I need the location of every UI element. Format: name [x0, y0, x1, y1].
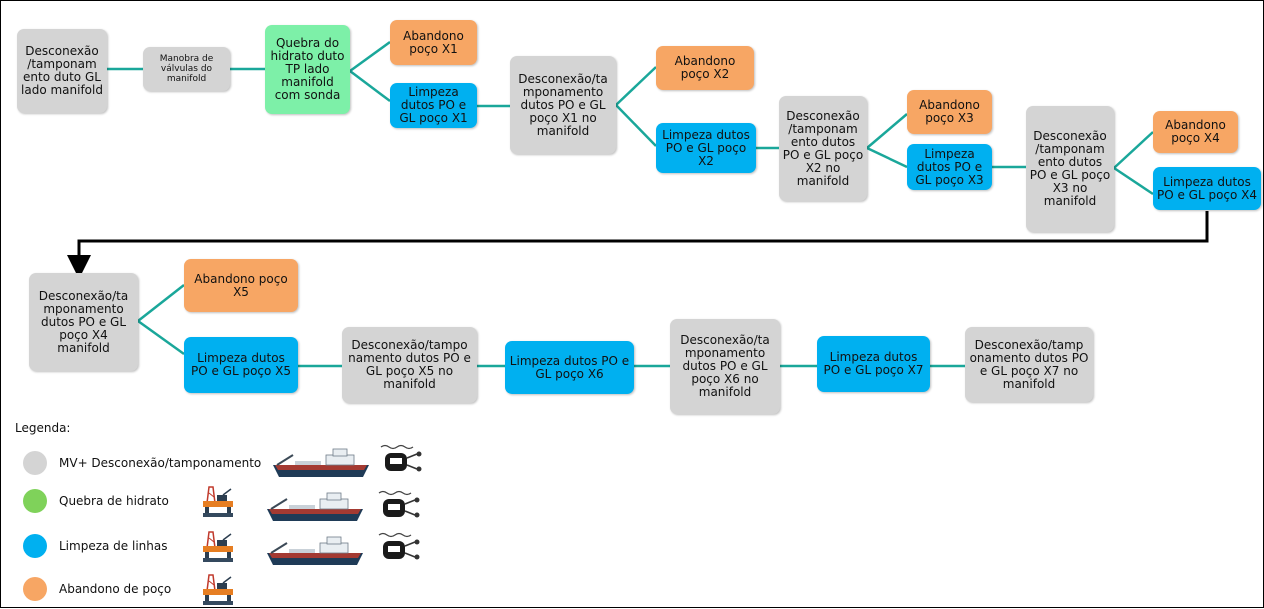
step-clean-x1: Limpeza dutos PO e GL poço X1	[390, 83, 477, 128]
connector-n6-n8	[615, 104, 657, 147]
step-clean-x6: Limpeza dutos PO e GL poço X6	[505, 341, 634, 394]
step-abandon-x2: Abandono poço X2	[656, 46, 754, 90]
connector-n9-n11	[866, 146, 908, 169]
vessel-icon	[267, 536, 363, 565]
drilling-rig-icon	[203, 574, 233, 605]
step-valve-maneuver: Manobra de válvulas do manifold	[143, 47, 230, 91]
step-clean-x3: Limpeza dutos PO e GL poço X3	[907, 144, 992, 190]
legend-label: Quebra de hidrato	[59, 494, 169, 508]
step-disconnect-x5: Desconexão/tampo namento dutos PO e GL p…	[342, 327, 477, 403]
step-abandon-x1: Abandono poço X1	[390, 20, 477, 65]
step-disconnect-x2: Desconexão /tamponam ento dutos PO e GL …	[779, 96, 867, 201]
connector-n3-n4	[349, 40, 391, 73]
legend-label: Limpeza de linhas	[59, 539, 168, 553]
legend-label: Abandono de poço	[59, 582, 172, 596]
step-clean-x5: Limpeza dutos PO e GL poço X5	[184, 337, 298, 393]
connector-n15-n16	[137, 284, 185, 322]
legend-item-green: Quebra de hidrato	[23, 488, 169, 514]
legend-label: MV+ Desconexão/tamponamento	[59, 456, 262, 470]
vessel-icon	[267, 492, 363, 521]
legend-item-blue: Limpeza de linhas	[23, 533, 167, 559]
step-abandon-x5: Abandono poço X5	[184, 259, 298, 312]
connector-n15-n17	[137, 319, 185, 356]
step-disconnect-x7: Desconexão/tamp onamento dutos PO e GL p…	[965, 327, 1093, 402]
legend-swatch-blue	[23, 534, 47, 558]
connector-n6-n7	[615, 66, 657, 106]
step-clean-x4: Limpeza dutos PO e GL poço X4	[1153, 167, 1261, 210]
step-disconnect-x6: Desconexão/ta mponamento dutos PO e GL p…	[670, 319, 780, 414]
step-abandon-x3: Abandono poço X3	[907, 90, 992, 134]
step-hydrate-break: Quebra do hidrato duto TP lado manifold …	[265, 25, 350, 114]
connector-n12-n13	[1113, 131, 1154, 169]
legend-title: Legenda:	[15, 421, 71, 435]
subsea-equipment-icon	[378, 532, 420, 560]
legend-swatch-green	[23, 489, 47, 513]
connector-n3-n5	[349, 70, 391, 102]
vessel-icon	[273, 448, 369, 477]
legend-item-gray: MV+ Desconexão/tamponamento	[23, 450, 261, 476]
legend-item-orange: Abandono de poço	[23, 576, 171, 602]
step-clean-x7: Limpeza dutos PO e GL poço X7	[817, 336, 930, 392]
step-abandon-x4: Abandono poço X4	[1153, 111, 1238, 153]
step-disconnect-x4: Desconexão/ta mponamento dutos PO e GL p…	[29, 273, 138, 371]
connector-n9-n10	[866, 113, 908, 149]
legend-swatch-gray	[23, 451, 47, 475]
step-disconnect-x3: Desconexão /tamponam ento dutos PO e GL …	[1026, 106, 1114, 232]
drilling-rig-icon	[203, 531, 233, 562]
connector-n12-n14	[1113, 166, 1154, 196]
subsea-equipment-icon	[378, 490, 420, 518]
legend-swatch-orange	[23, 577, 47, 601]
step-disconnect-gl-manifold: Desconexão /tamponam ento duto GL lado m…	[17, 29, 107, 113]
drilling-rig-icon	[203, 486, 233, 517]
step-disconnect-x1: Desconexão/ta mponamento dutos PO e GL p…	[510, 56, 616, 154]
subsea-equipment-icon	[380, 444, 422, 472]
step-clean-x2: Limpeza dutos PO e GL poço X2	[656, 123, 756, 173]
